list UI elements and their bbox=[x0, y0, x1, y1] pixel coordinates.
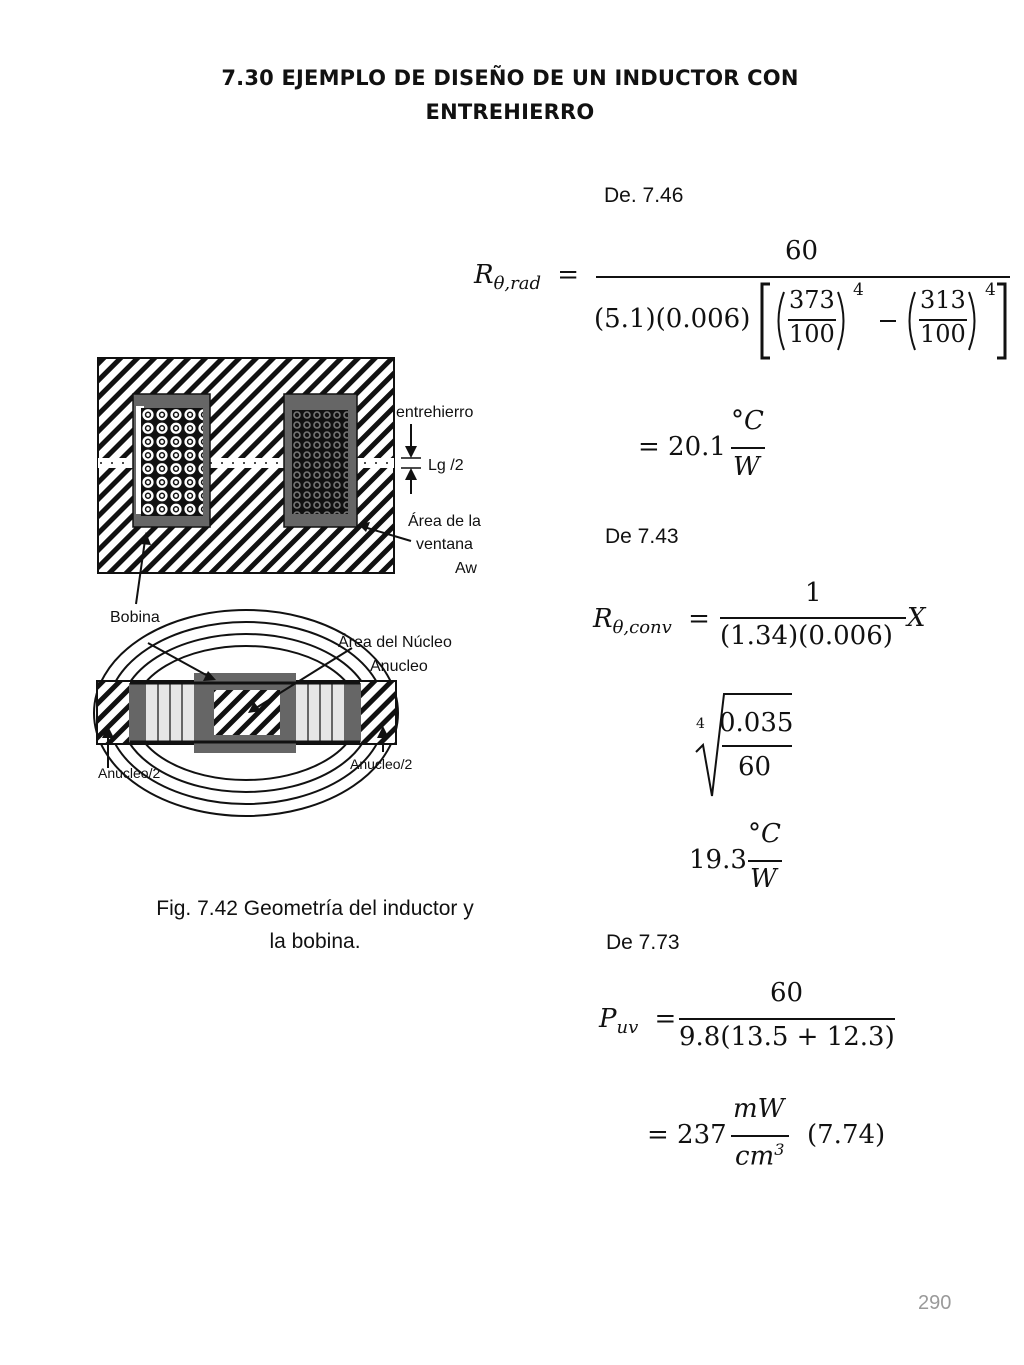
eq3-lhs-symbol: P bbox=[599, 1004, 617, 1034]
eq2-fraction-bar bbox=[720, 617, 906, 619]
label-window-area-line2: ventana bbox=[416, 536, 473, 553]
label-core-area-line1: Área del Núcleo bbox=[338, 634, 452, 651]
eq3-lhs: Puv = bbox=[599, 1004, 677, 1039]
figure-caption: Fig. 7.42 Geometría del inductor y la bo… bbox=[100, 892, 530, 958]
eq2-result: 19.3 bbox=[689, 845, 747, 875]
eq3-unit-bar bbox=[731, 1135, 789, 1137]
eq2-lhs-symbol: R bbox=[593, 604, 613, 634]
eq2-unit-numerator: °C bbox=[748, 819, 781, 849]
eq1-coefficient: (5.1)(0.006) bbox=[594, 304, 751, 334]
page-number: 290 bbox=[918, 1292, 952, 1314]
eq3-unit-denominator-base: cm bbox=[735, 1141, 775, 1172]
eq1-numerator: 60 bbox=[785, 236, 819, 266]
eq2-lhs: Rθ,conv = bbox=[593, 604, 710, 639]
eq1-unit-bar bbox=[731, 447, 765, 449]
eq1-exponent-b: 4 bbox=[985, 280, 996, 300]
eq2-numerator: 1 bbox=[805, 578, 822, 608]
eq3-result: = 237 bbox=[647, 1120, 727, 1150]
eq2-denominator: (1.34)(0.006) bbox=[720, 621, 893, 651]
equation-number: (7.74) bbox=[807, 1120, 886, 1150]
section-title-line2: ENTREHIERRO bbox=[425, 100, 595, 124]
label-entrehierro: entrehierro bbox=[396, 404, 474, 421]
reference-de-7-73: De 7.73 bbox=[606, 931, 680, 954]
eq1-result: = 20.1 bbox=[638, 432, 726, 462]
eq3-numerator: 60 bbox=[770, 978, 804, 1008]
section-title-line1: 7.30 EJEMPLO DE DISEÑO DE UN INDUCTOR CO… bbox=[221, 66, 799, 90]
eq2-unit-denominator: W bbox=[750, 864, 777, 894]
label-gap-length: Lg /2 bbox=[428, 457, 464, 474]
eq1-frac-b-denominator: 100 bbox=[920, 320, 966, 348]
eq1-lhs: Rθ,rad = bbox=[474, 260, 580, 295]
eq2-root-numerator: 0.035 bbox=[719, 708, 794, 738]
eq2-root-denominator: 60 bbox=[738, 752, 772, 782]
eq1-exponent-a: 4 bbox=[853, 280, 864, 300]
eq3-unit-numerator: mW bbox=[733, 1094, 785, 1124]
label-anucleo-left: Anucleo/2 bbox=[98, 765, 161, 781]
eq3-lhs-subscript: uv bbox=[616, 1017, 639, 1039]
eq1-fraction-bar bbox=[596, 276, 1010, 278]
figure-caption-line2: la bobina. bbox=[269, 930, 361, 953]
eq2-unit-bar bbox=[748, 860, 782, 862]
eq3-unit-denominator: cm3 bbox=[735, 1140, 784, 1172]
eq2-suffix: X bbox=[907, 603, 926, 633]
eq3-denominator: 9.8(13.5 + 12.3) bbox=[679, 1022, 895, 1052]
label-bobina: Bobina bbox=[110, 609, 160, 626]
reference-de-7-46: De. 7.46 bbox=[604, 184, 684, 207]
label-core-area-line2: Anucleo bbox=[370, 658, 428, 675]
figure-caption-line1: Fig. 7.42 Geometría del inductor y bbox=[156, 897, 474, 920]
reference-de-7-43: De 7.43 bbox=[605, 525, 679, 548]
label-anucleo-right: Anucleo/2 bbox=[350, 756, 413, 772]
eq3-fraction-bar bbox=[679, 1018, 895, 1020]
eq1-lhs-subscript: θ,rad bbox=[493, 273, 541, 295]
eq2-root-index: 4 bbox=[696, 716, 705, 732]
eq3-unit-denominator-exponent: 3 bbox=[774, 1140, 785, 1159]
eq1-frac-b-numerator: 313 bbox=[920, 286, 966, 314]
eq1-frac-a-numerator: 373 bbox=[789, 286, 835, 314]
label-window-area-line1: Área de la bbox=[408, 513, 481, 530]
eq1-lhs-symbol: R bbox=[474, 260, 494, 290]
eq1-frac-a-denominator: 100 bbox=[789, 320, 835, 348]
eq1-unit-denominator: W bbox=[733, 452, 760, 482]
label-window-area-line3: Aw bbox=[455, 560, 477, 577]
eq2-lhs-subscript: θ,conv bbox=[612, 617, 672, 639]
eq1-unit-numerator: °C bbox=[731, 406, 764, 436]
